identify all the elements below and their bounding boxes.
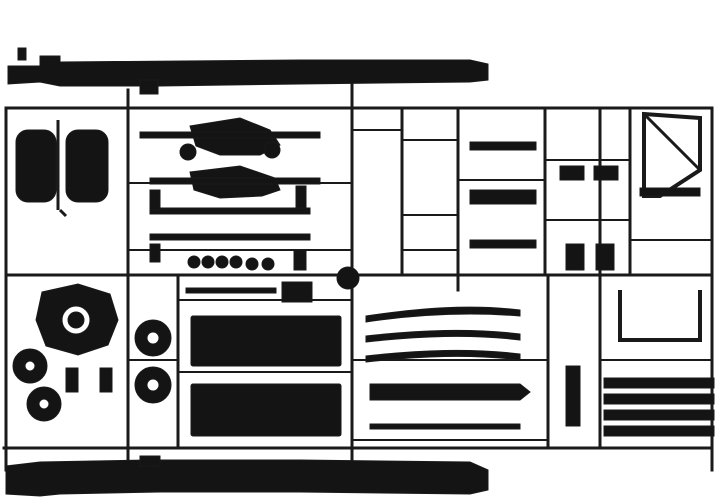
small-parts-cluster (185, 255, 313, 303)
rear-axle-housing (139, 117, 321, 199)
leaf-springs (336, 266, 531, 430)
spare-wheel-mount (35, 283, 119, 356)
tie-rod-assemblies (149, 185, 311, 271)
fuel-tank-panels (190, 315, 342, 437)
chassis-frame-rails (5, 47, 489, 497)
brake-drums-group (12, 319, 172, 422)
runner-frame (2, 82, 714, 472)
right-side-parts (469, 111, 715, 437)
dual-tires-group (15, 120, 109, 218)
